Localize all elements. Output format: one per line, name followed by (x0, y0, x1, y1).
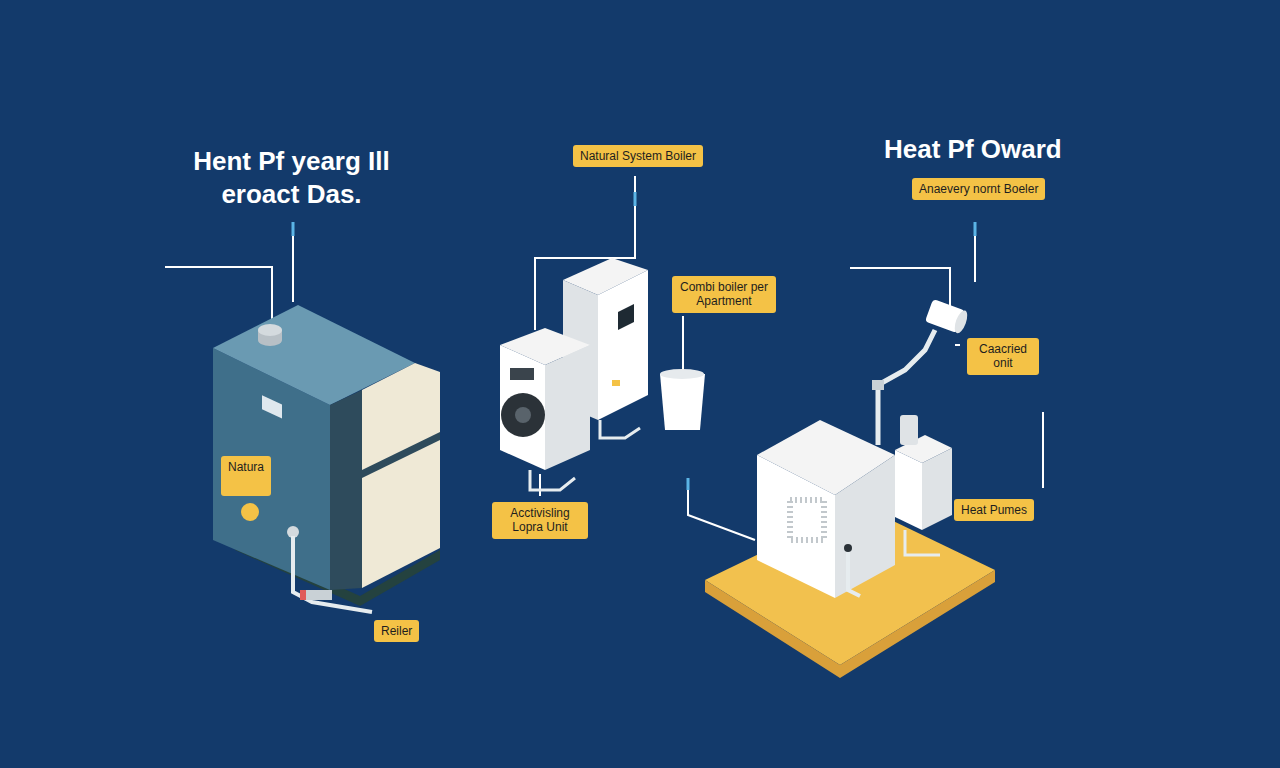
leader-tip (974, 222, 977, 236)
unit-front (598, 270, 648, 420)
leader-line (974, 222, 976, 282)
boiler-knob (258, 324, 282, 336)
label-box: Anaevery nornt Boeler (912, 178, 1045, 200)
boiler-band (362, 432, 440, 478)
leader-line (682, 316, 684, 372)
boiler-plate (262, 395, 282, 418)
label-text: Heat Pumes (961, 503, 1027, 517)
pump-grille (790, 500, 824, 540)
hydro-fitting (900, 415, 918, 445)
hydro-front (895, 450, 922, 530)
pump-side (835, 455, 895, 598)
leader-tip (634, 192, 637, 206)
label-text: Natural System Boiler (580, 149, 696, 163)
label-box: Caacried onit (967, 338, 1039, 375)
leader-line (292, 222, 294, 302)
cylinder (925, 299, 970, 335)
ac-panel (510, 368, 534, 380)
cylinder-end (952, 309, 970, 335)
label-box: Natural System Boiler (573, 145, 703, 167)
label-text: Caacried onit (974, 342, 1032, 371)
leader-line (688, 478, 755, 540)
leader-tip (687, 478, 690, 490)
ac-fan-hub (515, 407, 531, 423)
label-box: Heat Pumes (954, 499, 1034, 521)
floor-boiler (213, 305, 440, 612)
unit-badge (612, 380, 620, 386)
leader-line (1042, 412, 1044, 488)
unit-pipe (600, 420, 640, 438)
label-text: Reiler (381, 624, 412, 638)
label-text: Natura (228, 460, 264, 474)
section-heading: Heat Pf Oward (884, 133, 1062, 166)
label-box: Combi boiler per Apartment (672, 276, 776, 313)
label-box: Acctivisling Lopra Unit (492, 502, 588, 539)
label-box: Natura (221, 456, 271, 496)
unit-display (618, 304, 634, 330)
heat-pump (705, 299, 995, 678)
section-heading: Hent Pf yearg Ill eroact Das. (179, 145, 404, 210)
hydro-side (922, 448, 952, 530)
riser-pipe (878, 330, 935, 445)
ac-front (500, 345, 545, 470)
leader-line (165, 267, 272, 322)
boiler-valve (302, 590, 332, 600)
label-text: Acctivisling Lopra Unit (499, 506, 581, 535)
pump-pipe (848, 552, 860, 596)
boiler-edge (330, 390, 362, 590)
ac-side (545, 345, 590, 470)
boiler-pipe (293, 536, 372, 612)
leader-line (955, 344, 960, 346)
pump-front (757, 455, 835, 598)
leader-tip (292, 222, 295, 236)
tank-rim (660, 369, 704, 379)
tank (660, 374, 705, 430)
hydro-pipe (905, 530, 940, 555)
boiler-front (362, 363, 440, 588)
boiler-valve (300, 590, 306, 600)
label-text: Anaevery nornt Boeler (919, 182, 1038, 196)
riser-valve (872, 380, 884, 390)
leader-line (539, 474, 541, 496)
label-box: Reiler (374, 620, 419, 642)
ac-pipe (530, 470, 575, 490)
pump-port (844, 544, 852, 552)
label-text: Combi boiler per Apartment (679, 280, 769, 309)
ac-fan (501, 393, 545, 437)
boiler-dial (241, 503, 259, 521)
